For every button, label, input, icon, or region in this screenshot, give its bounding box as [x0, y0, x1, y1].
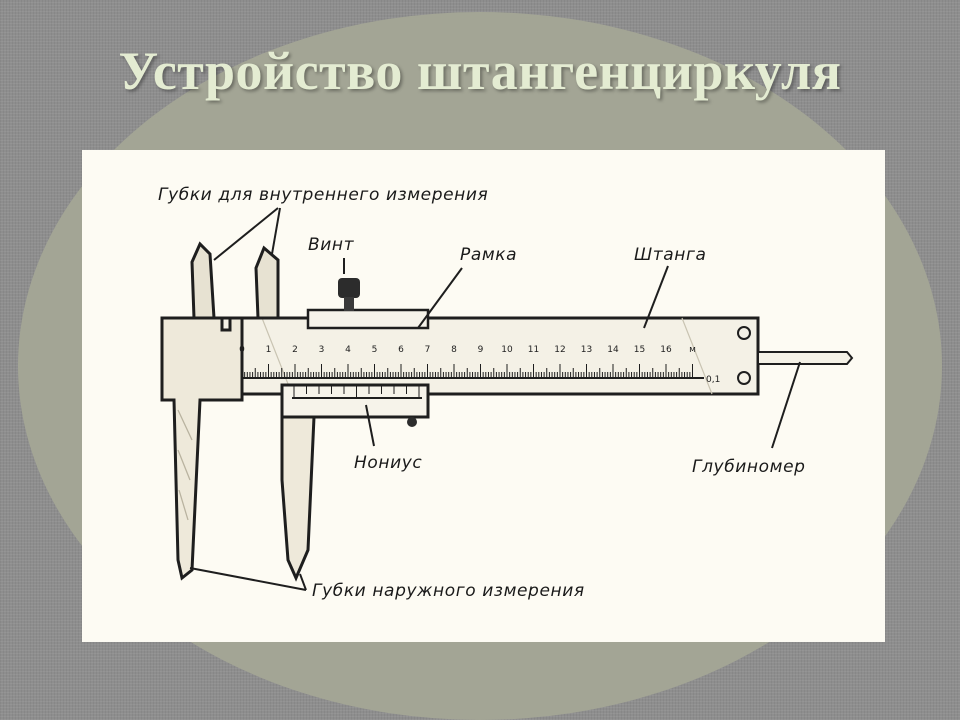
leader-lines: [189, 207, 801, 591]
movable-inner-jaw: [254, 245, 280, 320]
scale-number: м: [689, 345, 696, 355]
scale-number: 16: [660, 345, 672, 355]
label-beam: Штанга: [634, 245, 707, 265]
beam: [160, 316, 760, 396]
figure-panel: 0,1: [82, 150, 885, 642]
scale-unit-mark: 0,1: [706, 375, 720, 385]
scale-number: 8: [451, 345, 457, 355]
fixed-inner-jaw: [190, 241, 216, 320]
scale-number: 6: [398, 345, 404, 355]
screw: [338, 278, 360, 298]
scale-number: 1: [266, 345, 272, 355]
scale-number: 2: [292, 345, 298, 355]
scale-number: 13: [581, 345, 592, 355]
label-screw: Винт: [308, 235, 355, 255]
slide-title: Устройство штангенциркуля: [118, 41, 842, 101]
fixed-jaw: [160, 316, 244, 581]
scale-number: 4: [345, 345, 351, 355]
scale-number: 14: [607, 345, 619, 355]
label-outer-jaws: Губки наружного измерения: [312, 581, 585, 601]
scale-number: 7: [425, 345, 431, 355]
scale-number: 10: [501, 345, 513, 355]
depth-gauge-rod: [757, 351, 854, 365]
scale-number: 15: [634, 345, 645, 355]
scale-number: 0: [239, 345, 245, 355]
scale-number: 12: [554, 345, 565, 355]
scale-number: 11: [528, 345, 539, 355]
adjust-screw: [407, 417, 417, 427]
scale-number: 9: [478, 345, 484, 355]
label-depth-gauge: Глубиномер: [692, 457, 806, 477]
label-inner-jaws: Губки для внутреннего измерения: [158, 185, 488, 205]
label-vernier: Нониус: [354, 453, 422, 473]
scale-number: 5: [372, 345, 378, 355]
rivet-top: [737, 326, 751, 340]
caliper-diagram: 0,1: [158, 185, 854, 601]
scale-number: 3: [319, 345, 325, 355]
label-frame: Рамка: [460, 245, 517, 265]
rivet-bottom: [737, 371, 751, 385]
movable-jaw: [280, 415, 316, 582]
frame-top-plate: [306, 308, 430, 330]
